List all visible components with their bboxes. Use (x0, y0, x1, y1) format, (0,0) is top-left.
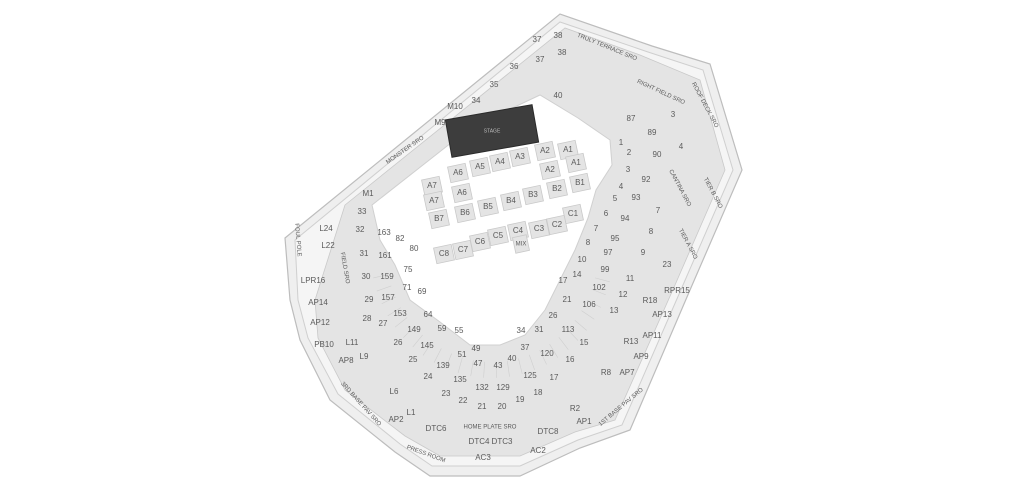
aisle-line (457, 357, 463, 373)
floor-section-C8[interactable] (433, 243, 455, 265)
aisle-line (529, 354, 535, 370)
floor-section-B4[interactable] (500, 190, 522, 212)
floor-section-A6a[interactable] (447, 162, 469, 184)
aisle-line (594, 277, 610, 283)
aisle-line (539, 349, 547, 365)
aisle-line (507, 360, 510, 377)
floor-section-B6[interactable] (454, 202, 476, 224)
aisle-line (394, 317, 408, 328)
floor-section-C3[interactable] (528, 218, 550, 240)
aisle-line (373, 274, 389, 279)
floor-section-A6b[interactable] (451, 182, 473, 204)
floor-section-A5[interactable] (469, 156, 491, 178)
aisle-line (387, 307, 401, 317)
aisle-line (574, 320, 587, 331)
aisle-line (433, 348, 442, 363)
aisle-line (591, 288, 606, 296)
stage (444, 104, 540, 158)
aisle-line (549, 344, 559, 358)
aisle-line (403, 326, 415, 338)
floor-section-C7[interactable] (452, 239, 474, 261)
aisle-line (558, 337, 569, 350)
aisle-lines (373, 274, 610, 378)
aisle-line (422, 342, 432, 356)
aisle-line (381, 296, 396, 305)
floor-section-C5[interactable] (487, 225, 509, 247)
floor-section-A3[interactable] (509, 146, 531, 168)
floor-section-B7[interactable] (428, 208, 450, 230)
floor-section-B3[interactable] (522, 184, 544, 206)
aisle-line (470, 360, 474, 377)
aisle-line (483, 361, 485, 378)
floor-section-A4[interactable] (489, 151, 511, 173)
floor-section-B5[interactable] (477, 196, 499, 218)
floor-section-C6[interactable] (469, 231, 491, 253)
aisle-line (412, 334, 423, 348)
floor-section-MIX[interactable] (512, 234, 530, 254)
aisle-line (586, 299, 601, 308)
floor-section-B2[interactable] (546, 178, 568, 200)
floor-section-B1[interactable] (569, 172, 591, 194)
floor-section-A2a[interactable] (534, 140, 556, 162)
floor-section-A2b[interactable] (539, 159, 561, 181)
aisle-line (581, 310, 595, 320)
floor-section-A1b[interactable] (565, 152, 587, 174)
aisle-line (495, 361, 497, 378)
aisle-line (445, 353, 452, 369)
aisle-line (518, 358, 523, 375)
floor-section-C2[interactable] (546, 214, 568, 236)
floor-blocks (421, 139, 591, 265)
aisle-line (567, 328, 579, 341)
aisle-line (376, 285, 392, 292)
stage-label: STAGE (484, 128, 501, 134)
floor-section-A7b[interactable] (423, 190, 445, 212)
